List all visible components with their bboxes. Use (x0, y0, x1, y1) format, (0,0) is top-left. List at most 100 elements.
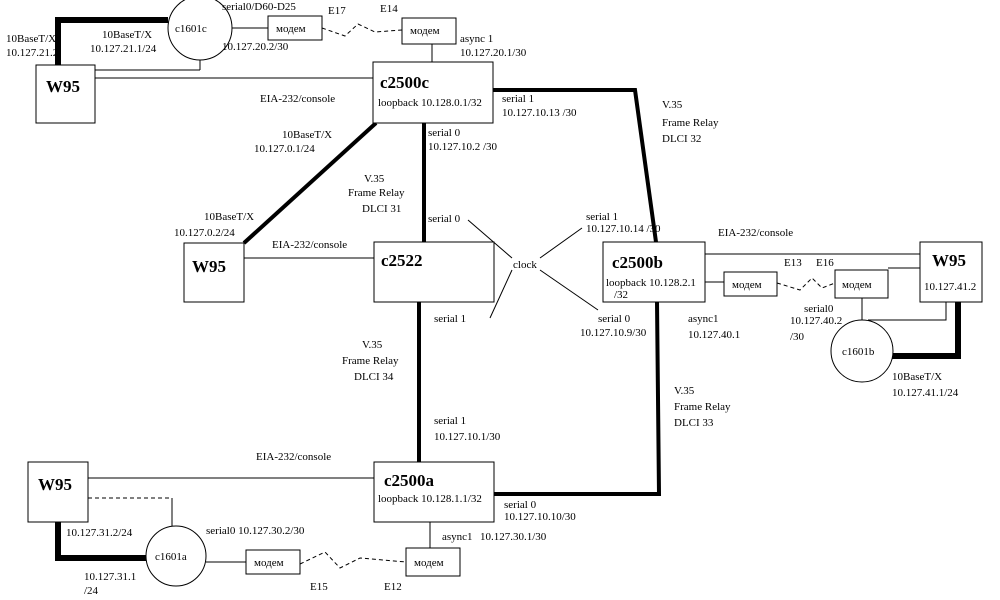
modem-e14-box (401, 17, 457, 45)
label-fr-cb-3: DLCI 32 (662, 133, 701, 145)
w95-right-ip: 10.127.41.2 (924, 281, 976, 293)
clock-line-1 (467, 219, 513, 259)
modem-e17-label: модем (276, 23, 306, 35)
label-fr-ab-2: Frame Relay (674, 401, 731, 413)
modem-e14-label: модем (410, 25, 440, 37)
link-c1601b-w95-right-ethernet (890, 302, 961, 359)
modem-e17-box (267, 15, 323, 41)
label-c2500c-eth-ip: 10.127.0.1/24 (254, 143, 315, 155)
c2500c-name: c2500c (380, 73, 430, 92)
label-c2500c-eth: 10BaseT/X (282, 129, 332, 141)
link-c2500c-w95-mid-ethernet (242, 121, 378, 245)
w95-right-label: W95 (932, 251, 966, 270)
label-clock: clock (513, 259, 537, 271)
label-c1601c-serial: serial0/D60-D25 (222, 1, 296, 13)
w95-top-box (35, 64, 96, 124)
label-a-async: async1 (442, 531, 473, 543)
c2500b-box (602, 241, 706, 303)
label-a-serial0: serial 0 (504, 499, 537, 511)
c1601a-label: c1601a (155, 551, 187, 563)
modem-e16-box (834, 269, 889, 299)
c1601c-circle (167, 0, 233, 61)
label-c2500c-async-ip: 10.127.20.1/30 (460, 47, 527, 59)
w95-mid-box (183, 242, 245, 303)
label-c2500c-serial0-ip: 10.127.10.2 /30 (428, 141, 498, 153)
label-tl-10base: 10BaseT/X (6, 33, 56, 45)
modem-e15-box (245, 549, 301, 575)
label-c2522-serial1: serial 1 (434, 313, 466, 325)
clock-line-3 (539, 227, 583, 259)
label-b-async-ip: 10.127.40.1 (688, 329, 740, 341)
c2500a-loopback: loopback 10.128.1.1/32 (378, 493, 482, 505)
c1601b-circle (830, 319, 894, 383)
link-modem-e17-e14-dashed (321, 23, 403, 37)
modem-e16-label: модем (842, 279, 872, 291)
c2500b-name: c2500b (612, 253, 663, 272)
c1601c-label: c1601c (175, 23, 207, 35)
link-c1601b-w95-right-thin (868, 302, 947, 321)
c2522-name: c2522 (381, 251, 423, 270)
c2500c-loopback: loopback 10.128.0.1/32 (378, 97, 482, 109)
label-c1601c-10base: 10BaseT/X (102, 29, 152, 41)
label-fr-ab-1: V.35 (674, 385, 695, 397)
label-fr-c-1: V.35 (364, 173, 385, 185)
label-b-serial0-ip: 10.127.10.9/30 (580, 327, 647, 339)
label-fr-cb-2: Frame Relay (662, 117, 719, 129)
link-w95-bottom-c1601a-ethernet (55, 522, 146, 561)
label-a-async-ip: 10.127.30.1/30 (480, 531, 547, 543)
c2500a-box (373, 461, 495, 523)
label-fr-cb-1: V.35 (662, 99, 683, 111)
label-a-serial1: serial 1 (434, 415, 466, 427)
label-w95bot-ip: 10.127.31.2/24 (66, 527, 133, 539)
label-c2500c-async: async 1 (460, 33, 493, 45)
link-c2500c-c2500b-fr (493, 88, 658, 243)
modem-e15-label: модем (254, 557, 284, 569)
label-c2500c-serial1-ip: 10.127.10.13 /30 (502, 107, 577, 119)
modem-e12-box (405, 547, 461, 577)
label-c1601b-serial-ip: 10.127.40.2 (790, 315, 842, 327)
label-e16: E16 (816, 257, 834, 269)
w95-mid-label: W95 (192, 257, 226, 276)
c1601b-label: c1601b (842, 346, 875, 358)
label-c1601c-serial-ip: 10.127.20.2/30 (222, 41, 289, 53)
label-w95mid-10base: 10BaseT/X (204, 211, 254, 223)
label-e14: E14 (380, 3, 398, 15)
label-c2500c-serial1: serial 1 (502, 93, 534, 105)
w95-right-box (919, 241, 983, 303)
label-b-async: async1 (688, 313, 719, 325)
label-fr-c-2: Frame Relay (348, 187, 405, 199)
label-c1601b-ip: 10.127.41.1/24 (892, 387, 959, 399)
label-eia-top: EIA-232/console (260, 93, 335, 105)
label-c1601a-ip-1: 10.127.31.1 (84, 571, 136, 583)
label-c1601b-10base: 10BaseT/X (892, 371, 942, 383)
modem-e13-box (723, 271, 778, 297)
label-b-serial1-ip: 10.127.10.14 /30 (586, 223, 661, 235)
c2500c-box (372, 61, 494, 124)
link-modem-e13-e16-dashed (776, 277, 836, 291)
w95-bottom-label: W95 (38, 475, 72, 494)
link-w95-top-c1601c-ethernet (55, 17, 168, 65)
c2500a-name: c2500a (384, 471, 435, 490)
label-e12: E12 (384, 581, 402, 593)
label-e13: E13 (784, 257, 802, 269)
label-tl-ip: 10.127.21.2 (6, 47, 58, 59)
c2522-box (373, 241, 495, 303)
modem-e13-label: модем (732, 279, 762, 291)
label-eia-bottom: EIA-232/console (256, 451, 331, 463)
clock-line-4 (539, 269, 599, 311)
label-fr-ab-3: DLCI 33 (674, 417, 714, 429)
label-b-serial1: serial 1 (586, 211, 618, 223)
label-fr-a-1: V.35 (362, 339, 383, 351)
label-fr-a-3: DLCI 34 (354, 371, 394, 383)
label-c1601a-serial: serial0 10.127.30.2/30 (206, 525, 305, 537)
link-modem-e15-e12-dashed (299, 551, 407, 569)
label-eia-mid: EIA-232/console (272, 239, 347, 251)
c2500b-loopback-2: /32 (614, 289, 628, 301)
modem-e12-label: модем (414, 557, 444, 569)
label-fr-a-2: Frame Relay (342, 355, 399, 367)
label-c2500c-serial0: serial 0 (428, 127, 461, 139)
label-b-serial0: serial 0 (598, 313, 631, 325)
label-c2522-serial0: serial 0 (428, 213, 461, 225)
c1601a-circle (145, 525, 207, 587)
